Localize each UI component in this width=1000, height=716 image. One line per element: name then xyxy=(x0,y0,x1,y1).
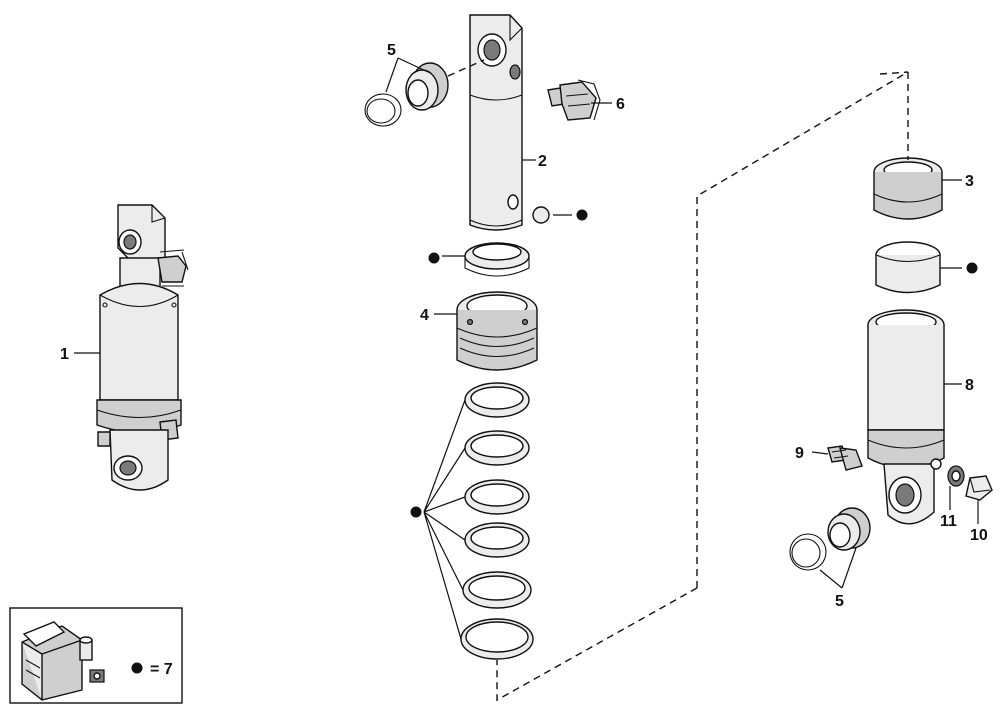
callout-9: 9 xyxy=(795,445,804,462)
grease-fitting-part-6 xyxy=(547,79,601,121)
callout-5-bottom: 5 xyxy=(835,593,844,610)
callout-4: 4 xyxy=(420,307,429,324)
callout-5-top: 5 xyxy=(387,42,396,59)
piston-part-4 xyxy=(456,291,538,371)
kit-legend-label: = 7 xyxy=(150,661,173,678)
assembled-cylinder-part-1 xyxy=(96,204,189,491)
seal-ring xyxy=(464,242,530,277)
assembly-path-line xyxy=(496,71,909,702)
service-kit-icon xyxy=(21,621,105,701)
cap-part-3 xyxy=(873,157,943,220)
callout-1: 1 xyxy=(60,346,69,363)
kit-legend-box: = 7 xyxy=(9,607,183,704)
sleeve-part xyxy=(875,241,941,294)
callout-8: 8 xyxy=(965,377,974,394)
piston-rod-part-2 xyxy=(469,14,523,231)
washer-part-11 xyxy=(947,465,965,487)
pin-path-line xyxy=(447,59,485,77)
ball-part xyxy=(532,206,550,224)
seal-ring-stack xyxy=(460,382,534,660)
callout-6: 6 xyxy=(616,96,625,113)
kit-bullet xyxy=(131,662,143,674)
callout-2: 2 xyxy=(538,153,547,170)
bushing-part-5-top xyxy=(364,62,449,127)
fitting-part-9 xyxy=(827,445,863,471)
callout-11: 11 xyxy=(940,513,957,530)
leader-lines xyxy=(74,57,979,640)
barrel-part-8 xyxy=(867,309,945,525)
bushing-part-5-bottom xyxy=(789,507,871,571)
callout-10: 10 xyxy=(970,527,988,544)
kit-bullets xyxy=(410,209,978,518)
callout-3: 3 xyxy=(965,173,974,190)
bolt-part-10 xyxy=(965,475,993,501)
